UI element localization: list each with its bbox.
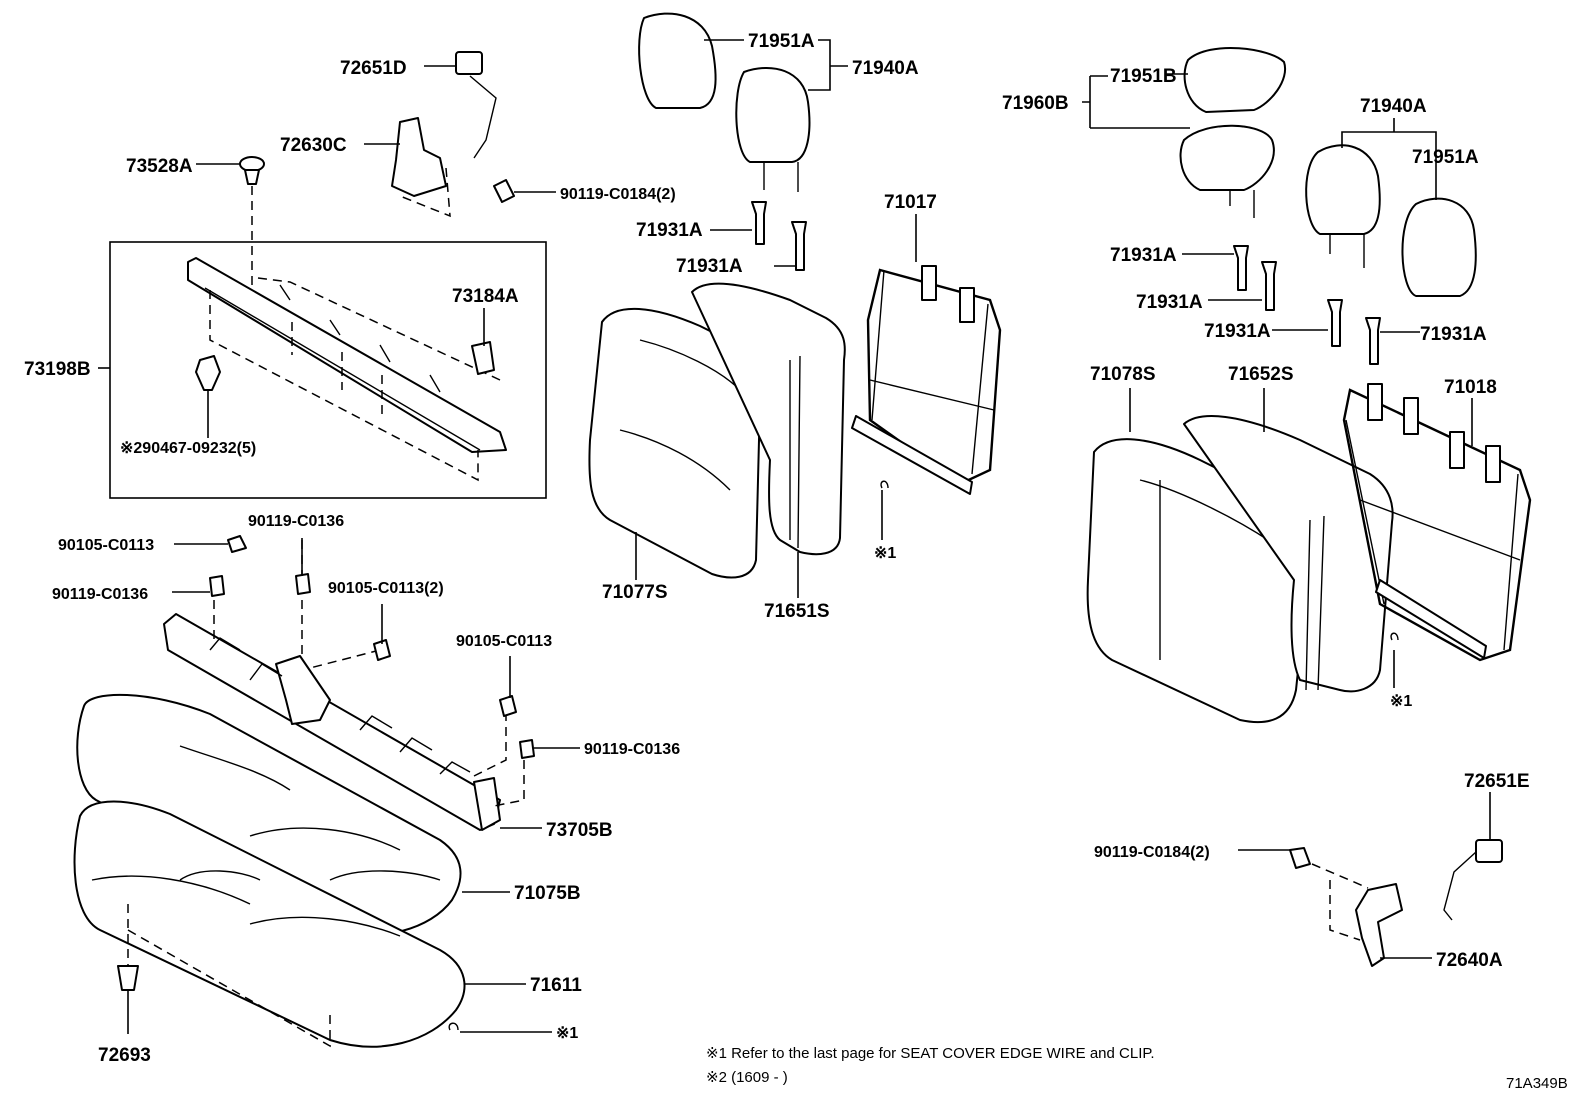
headrest-71951B-2	[1179, 124, 1275, 191]
label-90119-C0136-c: 90119-C0136	[584, 741, 680, 758]
label-71951A-left: 71951A	[748, 31, 815, 52]
headrest-71951A-right	[1401, 197, 1477, 297]
label-90119-C0184-2-bot: 90119-C0184(2)	[1094, 844, 1210, 861]
guide-71931A-r4	[1365, 317, 1381, 365]
bracket-72630C	[391, 117, 447, 197]
label-73184A: 73184A	[452, 286, 519, 307]
label-73198B: 73198B	[24, 359, 91, 380]
label-290467: ※290467-09232(5)	[120, 440, 256, 457]
group-box	[109, 241, 547, 499]
guide-71931A-r1	[1233, 245, 1249, 291]
bolt-90119-C0184-bot	[1289, 847, 1311, 869]
headrest-71951A-left	[638, 12, 717, 109]
clip-72693	[117, 965, 139, 991]
label-90105-C0113-2: 90105-C0113(2)	[328, 580, 444, 597]
frame-bracket-center	[275, 655, 331, 725]
bolt-90105-C0113-b	[499, 695, 517, 717]
label-71931A-l2: 71931A	[676, 256, 743, 277]
bracket-73184A	[471, 341, 495, 375]
label-90119-C0136-a: 90119-C0136	[52, 586, 148, 603]
label-71077S: 71077S	[602, 582, 668, 603]
guide-71931A-r3	[1327, 299, 1343, 347]
label-71017: 71017	[884, 192, 937, 213]
label-90119-C0184-2-top: 90119-C0184(2)	[560, 186, 676, 203]
label-ref1-mid: ※1	[874, 545, 896, 562]
label-71652S: 71652S	[1228, 364, 1294, 385]
bracket-73705B	[473, 777, 501, 831]
label-71611: 71611	[530, 975, 582, 996]
label-90119-C0136-b: 90119-C0136	[248, 513, 344, 530]
seatback-frame-71017	[851, 265, 1002, 495]
label-71940A-left: 71940A	[852, 58, 919, 79]
label-71951B: 71951B	[1110, 66, 1177, 87]
guide-71931A-l1	[751, 201, 767, 245]
label-71940A-right: 71940A	[1360, 96, 1427, 117]
label-71651S: 71651S	[764, 601, 830, 622]
guide-72651E	[1475, 839, 1503, 863]
label-71931A-r1: 71931A	[1110, 245, 1177, 266]
bracket-72640A	[1355, 883, 1403, 967]
label-73528A: 73528A	[126, 156, 193, 177]
note-1: ※1 Refer to the last page for SEAT COVER…	[706, 1045, 1155, 1062]
label-90105-C0113-b: 90105-C0113	[456, 633, 552, 650]
label-72693: 72693	[98, 1045, 151, 1066]
guide-71931A-l2	[791, 221, 807, 271]
bolt-90105-C0113-a	[227, 535, 247, 553]
label-71960B: 71960B	[1002, 93, 1069, 114]
guide-72651D	[455, 51, 483, 75]
bolt-90119-C0136-b	[295, 573, 311, 595]
label-71018: 71018	[1444, 377, 1497, 398]
label-71931A-r2: 71931A	[1136, 292, 1203, 313]
diagram-code: 71A349B	[1506, 1075, 1568, 1092]
headrests-right	[1179, 47, 1477, 365]
seat-cushion-pad-71611	[73, 800, 466, 1048]
label-90105-C0113-a: 90105-C0113	[58, 537, 154, 554]
seat-cushion-71075B	[76, 693, 462, 936]
seatback-cover-71651S	[691, 282, 846, 556]
bolt-90119-C0136-c	[519, 739, 535, 759]
label-71931A-r4: 71931A	[1420, 324, 1487, 345]
leader-lines	[98, 39, 1491, 1034]
headrest-71951B-1	[1183, 47, 1287, 113]
label-71075B: 71075B	[514, 883, 581, 904]
label-71078S: 71078S	[1090, 364, 1156, 385]
label-72640A: 72640A	[1436, 950, 1503, 971]
label-71931A-r3: 71931A	[1204, 321, 1271, 342]
guide-71931A-r2	[1261, 261, 1277, 311]
note-2: ※2 (1609 - )	[706, 1069, 788, 1086]
label-71951A-right: 71951A	[1412, 147, 1479, 168]
headrests-left	[638, 12, 811, 271]
headrest-71940A-right	[1305, 144, 1381, 235]
footnotes: ※1 Refer to the last page for SEAT COVER…	[706, 1045, 1568, 1092]
label-72651D: 72651D	[340, 58, 407, 79]
label-73705B: 73705B	[546, 820, 613, 841]
label-72651E: 72651E	[1464, 771, 1530, 792]
belt-guide-left	[391, 51, 515, 218]
label-71931A-l1: 71931A	[636, 220, 703, 241]
cover-plate-73184A	[187, 257, 507, 453]
seatback-cover-group	[109, 156, 547, 499]
seatback-frame-71018	[1342, 383, 1532, 662]
label-ref1-bottom: ※1	[556, 1025, 578, 1042]
bolt-90119-C0136-a	[209, 575, 225, 597]
cushion-frame	[163, 535, 535, 831]
cap-73528A	[239, 156, 265, 172]
seatback-right	[1086, 415, 1399, 724]
belt-guide-right	[1289, 839, 1503, 967]
bolt-90119-C0184-top	[493, 179, 515, 203]
label-ref1-right: ※1	[1390, 693, 1412, 710]
part-labels: 72651D 72630C 73528A 90119-C0184(2) 7318…	[24, 31, 1530, 1066]
headrest-71940A-left	[735, 67, 811, 163]
seatback-left	[588, 282, 846, 579]
label-72630C: 72630C	[280, 135, 347, 156]
clip-90467	[195, 355, 221, 391]
